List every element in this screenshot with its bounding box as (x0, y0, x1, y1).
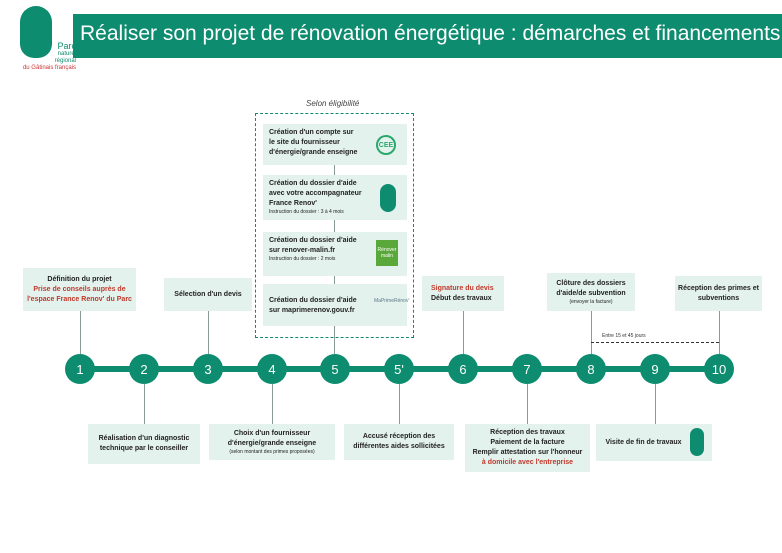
renover-malin-icon: Rénover malin (376, 240, 398, 266)
leaf-icon (380, 184, 396, 212)
connector (655, 384, 656, 424)
connector (463, 311, 464, 356)
step-1-box: Définition du projet Prise de conseils a… (23, 268, 136, 311)
step-2-box: Réalisation d'un diagnostic technique pa… (88, 424, 200, 464)
step-node-5: 5 (320, 354, 350, 384)
connector (591, 311, 592, 356)
step-node-8: 8 (576, 354, 606, 384)
connector (80, 311, 81, 356)
step-5-prime-box: Accusé réception des différentes aides s… (344, 424, 454, 460)
step-node-5-prime: 5' (384, 354, 414, 384)
connector (527, 384, 528, 424)
step-6-box: Signature du devis Début des travaux (422, 276, 504, 311)
connector (144, 384, 145, 424)
leaf-icon (690, 428, 704, 456)
step-node-9: 9 (640, 354, 670, 384)
connector (334, 220, 335, 232)
delay-arrow (591, 342, 719, 343)
step-4-box: Choix d'un fournisseur d'énergie/grande … (209, 424, 335, 460)
delay-label: Entre 15 et 45 jours (602, 333, 646, 339)
maprimerenov-icon: MaPrimeRénov' (374, 298, 410, 304)
step-node-6: 6 (448, 354, 478, 384)
step-10-box: Réception des primes et subventions (675, 276, 762, 311)
park-logo-icon (20, 6, 52, 58)
eligibility-step-maprimerenov: Création du dossier d'aide sur maprimere… (263, 284, 407, 326)
page-title: Réaliser son projet de rénovation énergé… (80, 22, 781, 45)
step-node-7: 7 (512, 354, 542, 384)
cee-icon: CEE (376, 135, 396, 155)
title-bar (73, 14, 782, 58)
connector (272, 384, 273, 424)
step-7-box: Réception des travaux Paiement de la fac… (465, 424, 590, 472)
step-node-4: 4 (257, 354, 287, 384)
eligibility-label: Selon éligibilité (306, 99, 360, 108)
step-node-10: 10 (704, 354, 734, 384)
connector (334, 165, 335, 175)
connector (399, 384, 400, 424)
step-node-3: 3 (193, 354, 223, 384)
connector (208, 311, 209, 356)
park-logo-text: Parc naturel régional du Gâtinais frança… (22, 41, 76, 72)
step-3-box: Sélection d'un devis (164, 278, 252, 311)
step-8-box: Clôture des dossiers d'aide/de subventio… (547, 273, 635, 311)
header: Parc naturel régional du Gâtinais frança… (0, 0, 782, 71)
connector (334, 326, 335, 354)
step-node-1: 1 (65, 354, 95, 384)
step-node-2: 2 (129, 354, 159, 384)
connector (334, 276, 335, 284)
connector (719, 311, 720, 356)
